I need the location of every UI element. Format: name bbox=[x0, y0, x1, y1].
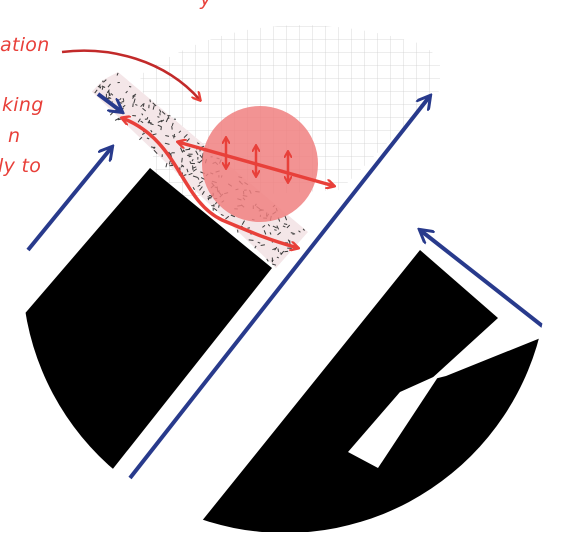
disc-group bbox=[15, 0, 560, 532]
speckle bbox=[274, 230, 276, 231]
caption-ly-to: ly to bbox=[0, 157, 41, 176]
speckle bbox=[248, 228, 250, 229]
speckle bbox=[150, 100, 151, 103]
speckle bbox=[249, 240, 254, 241]
speckle bbox=[284, 224, 287, 225]
speckle bbox=[278, 249, 279, 252]
speckle bbox=[182, 158, 183, 163]
speckle bbox=[110, 112, 113, 115]
speckle bbox=[129, 86, 131, 87]
caption-ation: ation bbox=[0, 36, 50, 55]
speckle bbox=[161, 127, 162, 130]
speckle bbox=[149, 123, 151, 124]
caption-king: king bbox=[2, 96, 44, 115]
speckle bbox=[157, 117, 159, 118]
speckle bbox=[293, 234, 296, 235]
speckle bbox=[171, 153, 172, 155]
speckle bbox=[189, 156, 191, 157]
speckle bbox=[123, 98, 124, 101]
speckle bbox=[172, 126, 173, 130]
caption-n: n bbox=[8, 127, 20, 146]
caption-y: y bbox=[200, 0, 212, 9]
speckle bbox=[284, 251, 288, 252]
